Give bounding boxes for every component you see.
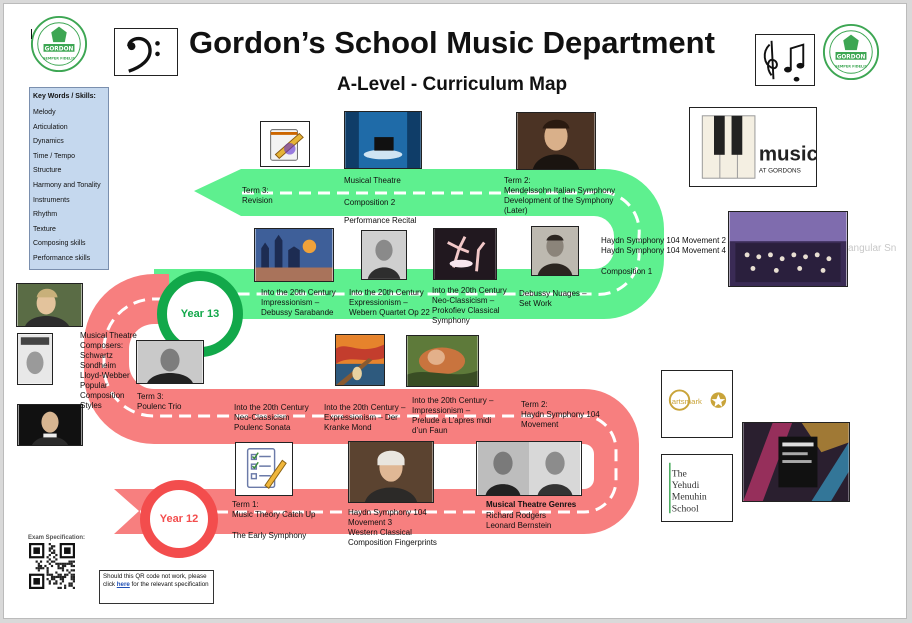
svg-text:SEMPER FIDELIS: SEMPER FIDELIS [835,64,868,68]
keyword-item: Rhythm [33,211,58,219]
lloyd-webber-photo [17,404,83,446]
y13-term3-text: Term 3:Revision [242,186,273,205]
theatre-piano-image [344,111,422,169]
y13-nuages-text: Debussy Nuages –Set Work [519,289,587,308]
sondheim-book-image [17,333,53,385]
school-crest-right: GORDON SEMPER FIDELIS [822,23,880,81]
key-words-panel: Key Words / Skills: Melody Articulation … [29,87,109,270]
page-title: Gordon’s School Music Department [189,25,715,60]
poulenc-portrait-image [136,340,204,384]
composer-photo-1 [16,283,83,327]
music-at-gordons-logo: music AT GORDONS [689,107,817,187]
y12-impressionism-text: Into the 20th Century –Impressionism –Pr… [412,396,494,435]
svg-text:SEMPER FIDELIS: SEMPER FIDELIS [43,56,76,60]
svg-text:AT GORDONS: AT GORDONS [759,167,801,174]
y13-musical-theatre-text: Musical Theatre [344,176,401,185]
curriculum-map-page: GORDON SEMPER FIDELIS GORDON SEMPER FIDE… [3,3,907,619]
y12-term1-text: Term 1:Music Theory Catch Up [232,500,316,519]
y13-recital-text: Performance Recital [344,216,417,225]
bass-clef-icon [114,28,178,76]
qr-note: Should this QR code not work, please cli… [99,570,214,604]
keyword-item: Structure [33,167,62,175]
ghost-shape-label: angular Sn [848,243,897,254]
the-scream-image [335,334,385,386]
school-crest-left: GORDON SEMPER FIDELIS [30,15,88,73]
debussy-portrait-image [531,226,579,276]
y12-term3-text: Term 3:Poulenc Trio [137,392,182,411]
year12-road [84,274,639,534]
svg-text:Yehudi: Yehudi [672,480,700,491]
y12-mt-genres-heading: Musical Theatre Genres [486,500,577,509]
keyword-item: Texture [33,225,56,233]
rodgers-bernstein-image [476,441,582,496]
keyword-item: Instruments [33,196,70,204]
qr-code-image[interactable] [29,543,75,589]
y12-expressionism-text: Into the 20th Century –Expressionism – D… [324,403,406,432]
spec-link[interactable]: here [116,581,130,588]
page-subtitle: A-Level - Curriculum Map [337,74,568,95]
notepad-pencil-image [260,121,310,167]
qr-note-text-after: for the relevant specification [129,581,209,588]
y13-composition2-text: Composition 2 [344,198,396,207]
keyword-item: Dynamics [33,138,64,146]
y12-early-symphony-text: The Early Symphony [232,531,307,540]
svg-text:music: music [759,143,816,166]
webern-portrait-image [361,230,407,280]
year12-badge: Year 12 [140,480,218,558]
svg-text:The: The [672,468,687,479]
exam-spec-label: Exam Specification: [28,535,86,541]
svg-text:School: School [672,503,699,514]
year13-road-dashes [184,190,641,296]
faun-painting-image [406,335,479,387]
keyword-item: Harmony and Tonality [33,181,101,189]
svg-text:GORDON: GORDON [837,54,866,60]
music-notes-icon [755,34,815,86]
year12-road-dashes [102,297,618,514]
haydn-portrait-image [348,441,434,503]
key-words-heading: Key Words / Skills: [33,93,96,100]
keyword-item: Articulation [33,123,68,131]
checklist-image [235,442,293,496]
keyword-item: Time / Tempo [33,152,76,160]
svg-text:artsmark: artsmark [672,397,702,406]
keyword-item: Composing skills [33,240,86,248]
y13-composition1-text: Composition 1 [601,267,653,276]
text-cursor [31,29,32,39]
monet-parliament-image [254,228,334,282]
music-poster-image [742,422,850,502]
svg-text:GORDON: GORDON [45,46,74,52]
keyword-item: Melody [33,109,56,116]
qr-note-text-before: Should this QR code not work, please cli… [103,573,207,588]
svg-text:Menuhin: Menuhin [672,492,707,503]
keyword-item: Performance skills [33,254,91,262]
artsmark-logo: artsmark [661,370,733,438]
orchestra-hall-image [728,211,848,287]
mendelssohn-portrait-image [516,112,596,170]
ballet-dancers-image [433,228,497,280]
